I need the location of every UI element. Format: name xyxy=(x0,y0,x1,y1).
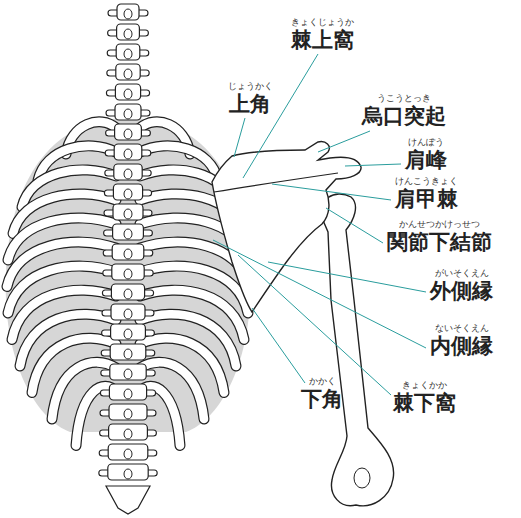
part-label: 内側縁 xyxy=(430,336,493,357)
part-label: 棘上窩 xyxy=(291,30,354,51)
furigana: ないそくえん xyxy=(435,324,489,333)
spinous-process xyxy=(124,329,132,339)
spinous-process xyxy=(124,69,132,79)
part-label: 肩峰 xyxy=(405,150,447,171)
spinous-process xyxy=(124,369,132,379)
spinous-process xyxy=(124,189,132,199)
vertebra xyxy=(115,124,142,140)
part-label: 棘下窩 xyxy=(393,393,456,414)
vertebra xyxy=(113,204,143,220)
vertebra xyxy=(113,224,144,240)
spinous-process xyxy=(124,349,132,359)
spinous-process xyxy=(124,209,132,219)
spinous-process xyxy=(124,149,132,159)
spinous-process xyxy=(124,89,132,99)
furigana: きょくじょうか xyxy=(291,18,354,27)
leader-line xyxy=(318,131,370,152)
furigana: かかく xyxy=(309,377,336,386)
spinous-process xyxy=(124,309,132,319)
spinous-process xyxy=(124,409,132,419)
vertebra xyxy=(111,324,146,340)
part-label: 烏口突起 xyxy=(362,106,446,127)
humerus xyxy=(321,194,394,506)
vertebra xyxy=(115,104,141,120)
spinous-process xyxy=(124,129,132,139)
spinous-process xyxy=(124,449,132,459)
spinous-process xyxy=(124,389,132,399)
vertebra xyxy=(112,264,144,280)
vertebra xyxy=(109,424,148,440)
leader-line xyxy=(243,54,318,178)
vertebra xyxy=(108,464,148,480)
vertebra xyxy=(111,284,144,300)
leader-line xyxy=(252,308,305,383)
spine xyxy=(99,4,157,514)
leader-line xyxy=(234,118,245,157)
vertebra xyxy=(110,344,146,360)
furigana: がいそくえん xyxy=(435,269,489,278)
spinous-process xyxy=(124,169,132,179)
vertebra xyxy=(108,444,148,460)
spinous-process xyxy=(124,469,132,479)
vertebra xyxy=(114,164,142,180)
leader-line xyxy=(326,208,383,243)
leader-line xyxy=(213,240,426,348)
spinous-process xyxy=(124,289,132,299)
vertebra xyxy=(116,44,140,60)
vertebra xyxy=(116,64,140,80)
leader-line xyxy=(272,184,391,200)
spinous-process xyxy=(124,429,132,439)
part-label: 上角 xyxy=(229,94,271,115)
vertebra xyxy=(115,84,140,100)
olecranon-fossa xyxy=(354,468,370,488)
vertebra xyxy=(117,4,139,20)
vertebra xyxy=(117,24,140,40)
furigana: うこうとっき xyxy=(377,94,431,103)
vertebra xyxy=(109,384,146,400)
sacrum xyxy=(106,486,150,514)
furigana: じょうかく xyxy=(228,82,273,91)
leader-line xyxy=(268,262,426,292)
vertebra xyxy=(113,184,142,200)
spinous-process xyxy=(124,249,132,259)
scapular-spine-line xyxy=(214,173,338,192)
part-label: 肩甲棘 xyxy=(395,189,458,210)
part-label: 関節下結節 xyxy=(387,232,492,253)
furigana: かんせつかけっせつ xyxy=(399,220,480,229)
vertebra xyxy=(112,244,144,260)
scapula xyxy=(212,142,361,312)
furigana: けんぽう xyxy=(408,138,444,147)
part-label: 外側縁 xyxy=(430,281,493,302)
vertebra xyxy=(111,304,145,320)
vertebra xyxy=(110,364,146,380)
leader-line xyxy=(345,164,401,166)
spinous-process xyxy=(124,29,132,39)
leader-line xyxy=(238,255,391,395)
furigana: けんこうきょく xyxy=(395,177,458,186)
spinous-process xyxy=(124,9,132,19)
ribcage-ground xyxy=(6,118,251,432)
spinous-process xyxy=(124,49,132,59)
part-label: 下角 xyxy=(301,389,343,410)
furigana: きょくかか xyxy=(402,381,447,390)
spinous-process xyxy=(124,109,132,119)
vertebra xyxy=(114,144,142,160)
vertebra xyxy=(109,404,147,420)
ribs xyxy=(7,122,249,446)
spinous-process xyxy=(124,229,132,239)
spinous-process xyxy=(124,269,132,279)
